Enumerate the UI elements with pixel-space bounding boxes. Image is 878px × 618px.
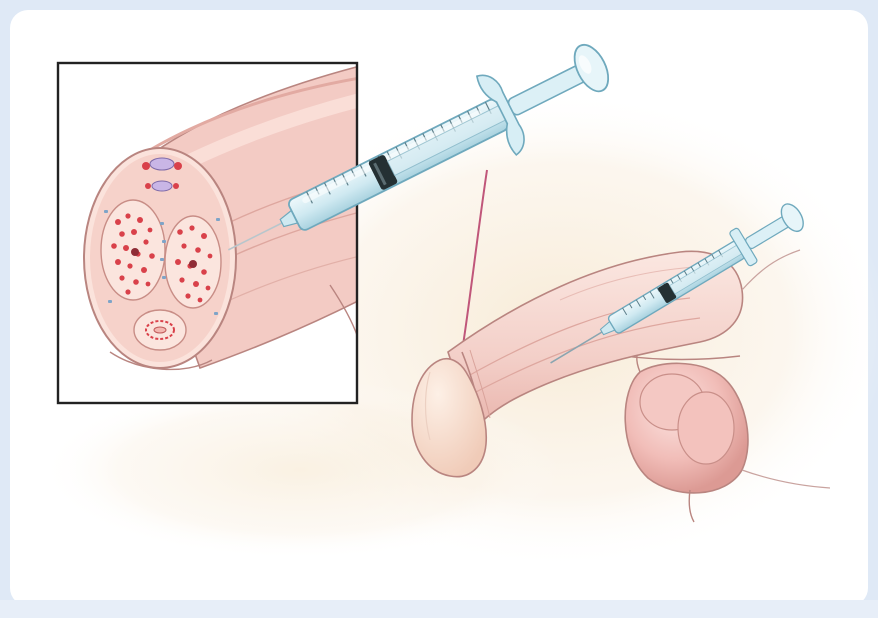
- corpus-spongiosum: [134, 310, 186, 350]
- cross-section-inset: [58, 63, 360, 403]
